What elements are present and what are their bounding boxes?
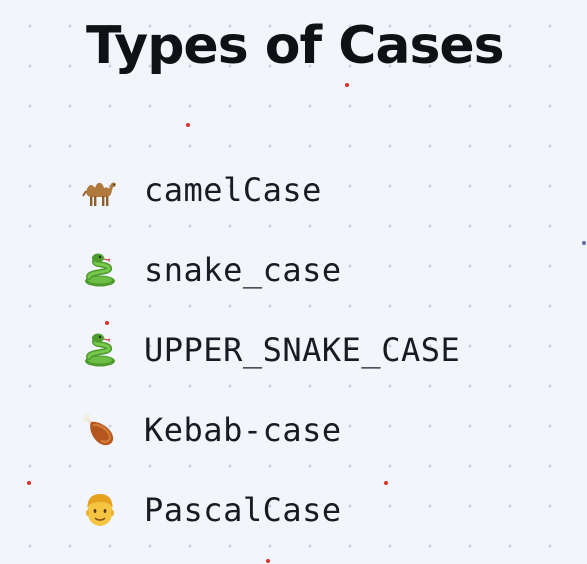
list-item-upper-snake-case: UPPER_SNAKE_CASE [80,310,460,390]
snake-icon [80,330,120,370]
drumstick-icon [80,410,120,450]
accent-dot [186,123,190,127]
accent-dot [105,321,109,325]
accent-dot [27,481,31,485]
accent-dot [384,481,388,485]
case-label: Kebab-case [144,411,342,449]
accent-dot [266,559,270,563]
accent-dot [345,83,349,87]
snake-icon [80,250,120,290]
camel-icon [80,170,120,210]
accent-dot [582,241,586,245]
case-label: snake_case [144,251,342,289]
list-item-pascal-case: PascalCase [80,470,460,550]
list-item-snake-case: snake_case [80,230,460,310]
page-title: Types of Cases [86,16,505,76]
list-item-kebab-case: Kebab-case [80,390,460,470]
case-label: PascalCase [144,491,342,529]
case-list: camelCase snake_case [80,150,460,550]
list-item-camel-case: camelCase [80,150,460,230]
person-face-icon [80,490,120,530]
case-label: camelCase [144,171,322,209]
case-label: UPPER_SNAKE_CASE [144,331,461,369]
